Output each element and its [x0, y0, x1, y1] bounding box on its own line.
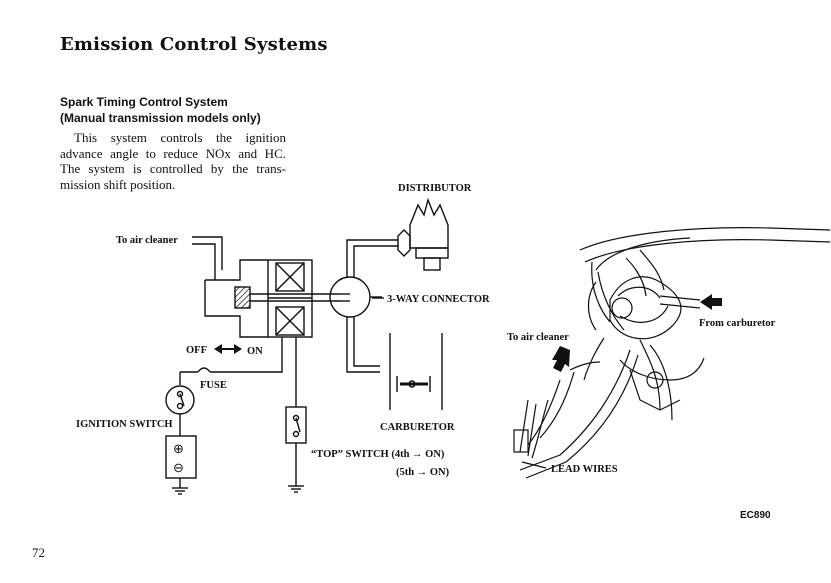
- label-to-air-cleaner-right: To air cleaner: [507, 332, 569, 343]
- air-cleaner-tube-left: [192, 236, 223, 280]
- carburetor: [389, 333, 443, 410]
- label-on: ON: [247, 346, 263, 357]
- lead-wires-leader: [521, 461, 547, 469]
- flow-arrows: [552, 294, 722, 372]
- body-line-2: advance angle to reduce NOx and HC.: [60, 145, 286, 161]
- label-top-switch-line1: “TOP” SWITCH (4th → ON): [311, 449, 445, 460]
- label-to-air-cleaner-left: To air cleaner: [116, 235, 178, 246]
- section-heading-line2: (Manual transmission models only): [60, 111, 261, 125]
- body-line-1: This system controls the ignition: [74, 130, 286, 145]
- label-off: OFF: [186, 345, 207, 356]
- figure-code: EC890: [740, 510, 771, 521]
- label-carburetor: CARBURETOR: [380, 422, 455, 433]
- engine-illustration: [513, 227, 831, 479]
- page-title: Emission Control Systems: [60, 34, 328, 55]
- off-on-arrow: [214, 344, 242, 354]
- page-number: 72: [32, 545, 45, 560]
- section-body-text: This system controls the ignition advanc…: [60, 130, 286, 192]
- section-heading-line1: Spark Timing Control System: [60, 95, 228, 109]
- body-line-3: The system is controlled by the trans-: [60, 161, 286, 176]
- section-heading: Spark Timing Control System (Manual tran…: [60, 94, 261, 126]
- label-lead-wires: LEAD WIRES: [551, 464, 618, 475]
- wiring: [165, 297, 384, 495]
- label-ignition-switch: IGNITION SWITCH: [76, 419, 173, 430]
- label-distributor: DISTRIBUTOR: [398, 183, 472, 194]
- from-carburetor-arrow-icon: [700, 294, 722, 310]
- label-three-way-connector: 3-WAY CONNECTOR: [387, 294, 490, 305]
- label-from-carburetor: From carburetor: [699, 318, 776, 329]
- label-fuse: FUSE: [200, 380, 227, 391]
- body-line-4: mission shift position.: [60, 176, 176, 192]
- to-air-cleaner-arrow-icon: [552, 346, 570, 372]
- battery-minus-icon: ⊖: [173, 460, 184, 475]
- three-way-connector: [329, 239, 398, 373]
- label-top-switch-line2: (5th → ON): [396, 467, 450, 478]
- battery-plus-icon: ⊕: [173, 441, 184, 456]
- solenoid-valve: [204, 259, 340, 338]
- distributor: [397, 197, 449, 271]
